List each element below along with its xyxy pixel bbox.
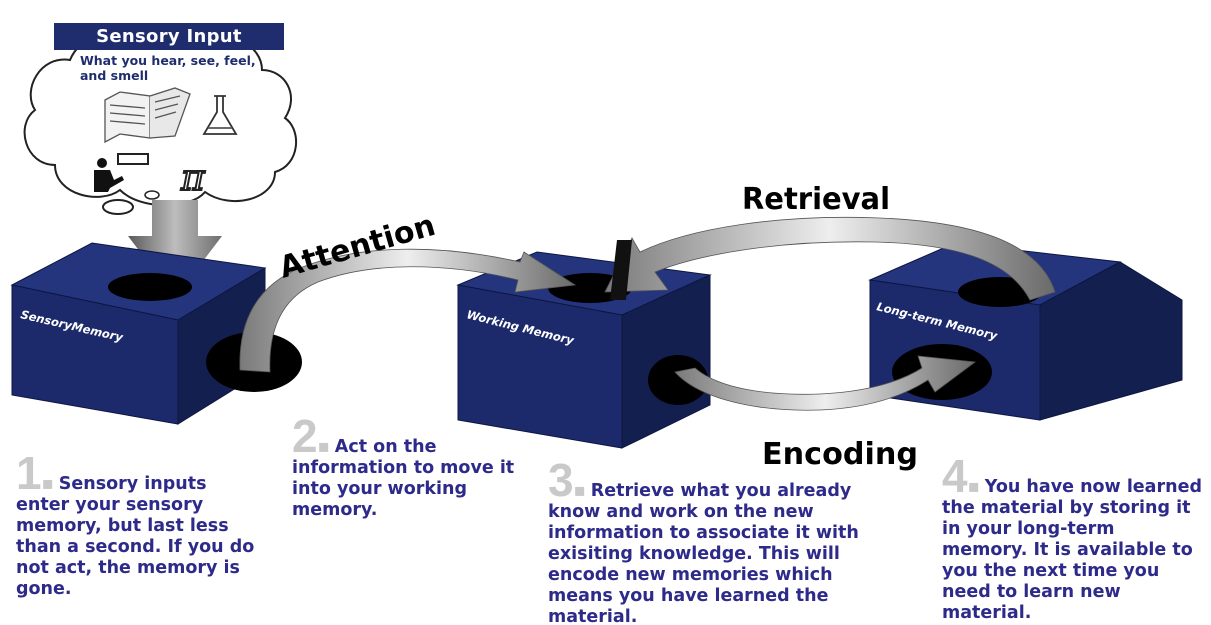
attention-arrow: [239, 248, 577, 373]
retrieval-arrow: [604, 216, 1056, 301]
pi-icon: π: [179, 157, 207, 200]
sensory-input-title: Sensory Input: [54, 23, 284, 50]
attention-label: Attention: [276, 208, 440, 286]
retrieval-label: Retrieval: [742, 182, 890, 217]
step-2-number: 2: [292, 410, 318, 462]
teacher-icon: [94, 153, 149, 192]
book-icon: [104, 87, 191, 144]
input-arrow: [128, 200, 222, 298]
encoding-label: Encoding: [762, 437, 918, 472]
step-2-text: Act on the information to move it into y…: [292, 437, 515, 520]
longterm-memory-box: [868, 242, 1183, 421]
step-4-number: 4: [942, 450, 968, 502]
step-1: 1▪Sensory inputs enter your sensory memo…: [16, 447, 255, 599]
step-4-text: You have now learned the material by sto…: [942, 477, 1202, 623]
step-2: 2▪Act on the information to move it into…: [292, 410, 515, 520]
thought-cloud: π: [23, 25, 298, 215]
sensory-input-subtitle: What you hear, see, feel, and smell: [80, 53, 256, 83]
step-1-number: 1: [16, 447, 42, 499]
step-1-text: Sensory inputs enter your sensory memory…: [16, 474, 255, 599]
step-3: 3▪Retrieve what you already know and wor…: [548, 462, 888, 625]
step-3-number: 3: [548, 462, 574, 506]
svg-text:π: π: [180, 158, 206, 199]
step-4: 4▪You have now learned the material by s…: [942, 450, 1202, 623]
encoding-arrow: [674, 355, 977, 411]
step-3-text: Retrieve what you already know and work …: [548, 481, 859, 625]
flask-icon: [202, 95, 238, 135]
